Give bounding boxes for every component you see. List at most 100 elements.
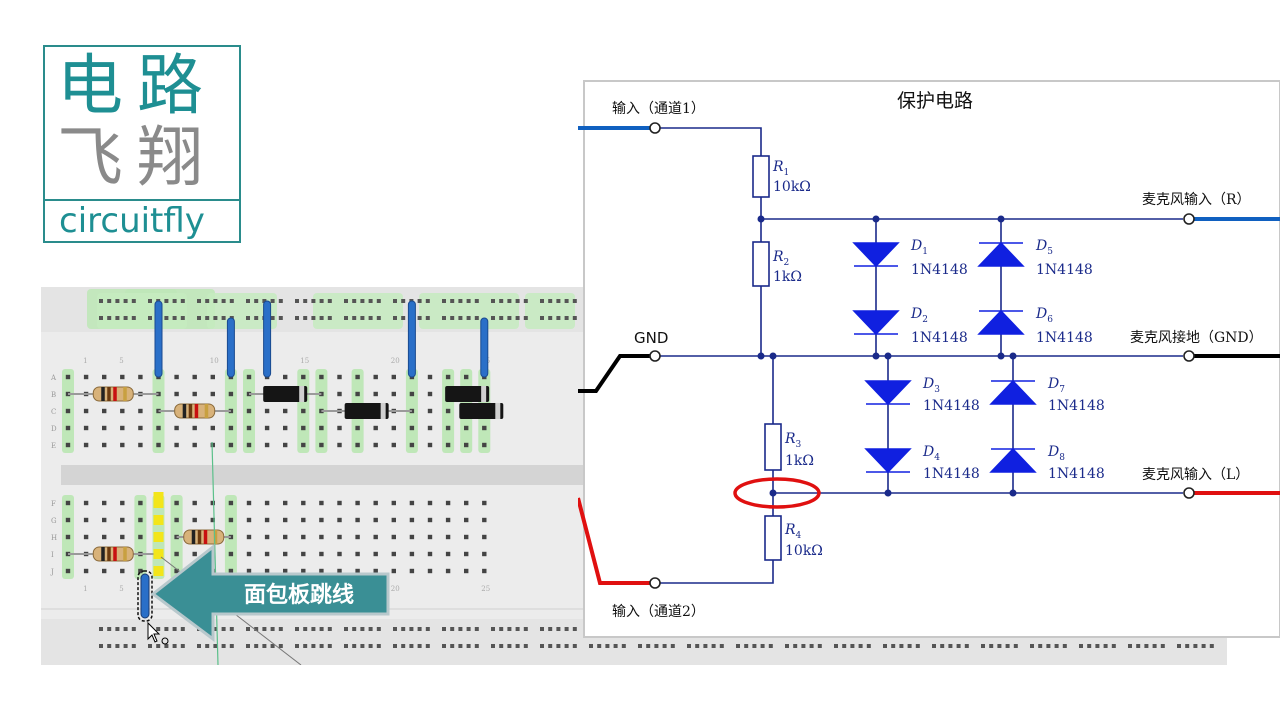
column-number: 10 — [210, 357, 219, 365]
jumper-wires[interactable] — [154, 300, 489, 378]
row-letter: J — [50, 568, 54, 576]
d7-part: 1N4148 — [1048, 398, 1105, 414]
r2-name: R2 — [772, 249, 789, 268]
d2-name: D2 — [910, 306, 928, 325]
d3-name: D3 — [922, 376, 940, 395]
r1-value: 10kΩ — [773, 179, 811, 195]
terminal-input1[interactable] — [649, 122, 661, 134]
jumper-wire[interactable] — [226, 317, 235, 378]
row-letter: A — [50, 374, 57, 382]
column-number: 1 — [83, 585, 87, 593]
circuitfly-logo: 电路 飞翔 circuitfly — [43, 45, 241, 243]
selected-jumper[interactable] — [140, 573, 150, 619]
terminal-input2[interactable] — [649, 577, 661, 589]
resistor-bodies — [752, 155, 782, 561]
row-letter: H — [51, 534, 57, 542]
logo-divider — [45, 199, 239, 201]
column-number: 25 — [481, 585, 490, 593]
cursor-icon — [147, 621, 161, 643]
yellow-hole — [153, 566, 164, 576]
terminal-gnd[interactable] — [649, 350, 661, 362]
diode-labels: D1 1N4148 D2 1N4148 D3 1N4148 D4 1N4148 … — [910, 238, 1105, 482]
diode-d4[interactable] — [864, 448, 912, 474]
diode-d7[interactable] — [989, 379, 1037, 405]
cursor-busy-icon — [161, 637, 169, 645]
column-number: 1 — [83, 357, 87, 365]
components[interactable] — [68, 386, 504, 562]
jumper-wire[interactable] — [407, 300, 416, 378]
breadboard-resistor[interactable] — [176, 529, 231, 545]
logo-english: circuitfly — [59, 201, 205, 241]
highlight-circle — [733, 477, 821, 509]
yellow-hole — [153, 498, 164, 508]
resistor-r1[interactable] — [752, 155, 770, 198]
jumper-wire[interactable] — [263, 300, 272, 378]
yellow-hole — [153, 532, 164, 542]
diode-d6[interactable] — [977, 309, 1025, 335]
row-letter: G — [51, 517, 57, 525]
external-black-wires — [578, 354, 1280, 393]
breadboard-diode[interactable] — [321, 403, 412, 419]
jumper-wire[interactable] — [154, 300, 163, 378]
d3-part: 1N4148 — [923, 398, 980, 414]
breadboard-diode[interactable] — [249, 386, 322, 402]
row-letter: E — [51, 442, 56, 450]
terminal-mic-r[interactable] — [1183, 213, 1195, 225]
row-letter: F — [51, 500, 56, 508]
d2-part: 1N4148 — [911, 330, 968, 346]
breadboard-resistor[interactable] — [158, 403, 231, 419]
junction-dots — [757, 215, 1017, 497]
mic-r-label: 麦克风输入（R） — [1142, 192, 1251, 208]
logo-chinese-line2: 飞翔 — [57, 119, 217, 196]
r3-name: R3 — [784, 431, 802, 450]
row-letter: C — [51, 408, 56, 416]
mic-gnd-label: 麦克风接地（GND） — [1130, 329, 1263, 346]
d5-name: D5 — [1035, 238, 1053, 257]
terminal-mic-gnd[interactable] — [1183, 350, 1195, 362]
external-red-wires — [578, 491, 1280, 585]
row-letter: D — [51, 425, 57, 433]
resistor-labels: R1 10kΩ R2 1kΩ R3 1kΩ R4 10kΩ — [772, 159, 823, 559]
resistor-r2[interactable] — [752, 241, 770, 287]
schematic-title: 保护电路 — [897, 90, 973, 112]
diode-d2[interactable] — [852, 310, 900, 336]
terminal-labels: 输入（通道1） GND 输入（通道2） 麦克风输入（R） 麦克风接地（GND） … — [612, 101, 1263, 620]
r2-value: 1kΩ — [773, 269, 802, 285]
column-number: 5 — [119, 357, 123, 365]
r4-name: R4 — [784, 522, 802, 541]
mic-l-label: 麦克风输入（L） — [1142, 467, 1249, 483]
d6-name: D6 — [1035, 306, 1053, 325]
d1-name: D1 — [910, 238, 928, 257]
resistor-r3[interactable] — [764, 423, 782, 471]
diode-d8[interactable] — [989, 447, 1037, 473]
breadboard-resistor[interactable] — [68, 386, 159, 402]
external-blue-wires — [578, 126, 1280, 221]
center-channel — [61, 465, 621, 485]
breadboard-diode[interactable] — [459, 403, 504, 419]
jumper-wire[interactable] — [480, 317, 489, 378]
yellow-hole — [153, 492, 164, 502]
selected-jumper-holes — [153, 492, 164, 576]
diode-d1[interactable] — [852, 242, 900, 268]
resistor-r4[interactable] — [764, 515, 782, 561]
schematic-panel: 保护电路 — [578, 80, 1280, 638]
diode-d3[interactable] — [864, 380, 912, 406]
terminal-mic-l[interactable] — [1183, 487, 1195, 499]
d4-part: 1N4148 — [923, 466, 980, 482]
selected-jumper-outline — [137, 570, 153, 622]
callout-label: 面包板跳线 — [244, 582, 354, 608]
row-letter: I — [51, 551, 54, 559]
breadboard-resistor[interactable] — [68, 546, 159, 562]
input2-label: 输入（通道2） — [612, 604, 705, 620]
diode-d5[interactable] — [977, 241, 1025, 267]
column-number: 20 — [391, 585, 400, 593]
d8-part: 1N4148 — [1048, 466, 1105, 482]
r3-value: 1kΩ — [785, 453, 814, 469]
breadboard-diode[interactable] — [445, 386, 490, 402]
d5-part: 1N4148 — [1036, 262, 1093, 278]
d4-name: D4 — [922, 444, 940, 463]
input1-label: 输入（通道1） — [612, 101, 705, 117]
d7-name: D7 — [1047, 376, 1065, 395]
r1-name: R1 — [772, 159, 789, 178]
